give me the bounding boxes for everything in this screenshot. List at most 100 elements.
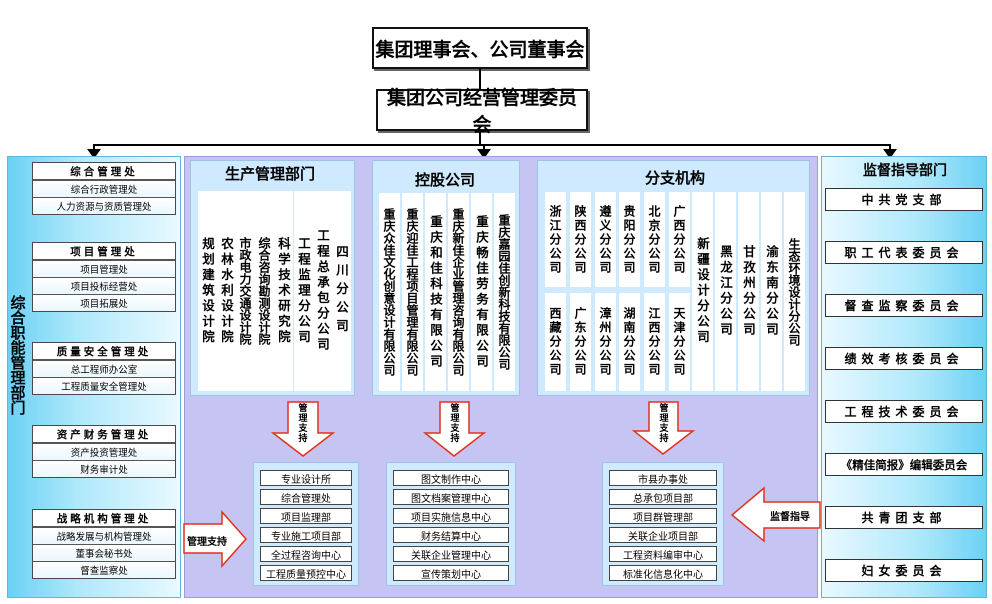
production-support-item: 综合管理处 — [260, 489, 352, 505]
group-item: 人力资源与资质管理处 — [33, 197, 175, 214]
holding-support-item: 项目实施信息中心 — [393, 508, 509, 524]
group-item: 项目投标经营处 — [33, 277, 175, 294]
branch-office: 西藏分公司 — [545, 293, 566, 391]
group-item: 督查监察处 — [33, 561, 175, 578]
production-unit: 市政电力交通设计院 — [236, 191, 255, 391]
branch-office: 渝东南分公司 — [761, 192, 782, 391]
left-vertical-title: 综合职能管理部门 — [10, 294, 26, 417]
production-support-item: 项目监理部 — [260, 508, 352, 524]
production-support-item: 专业设计所 — [260, 470, 352, 486]
group-title: 战略机构管理处 — [33, 510, 175, 527]
group-item: 资产投资管理处 — [33, 443, 175, 460]
holding-title: 控股公司 — [414, 171, 475, 189]
supervision-body: 绩效考核委员会 — [825, 347, 983, 370]
group-item: 项目拓展处 — [33, 294, 175, 311]
connector-bus — [93, 144, 891, 146]
branches-support-item: 标准化信息化中心 — [609, 565, 717, 581]
group-title: 项目管理处 — [33, 243, 175, 260]
group-item: 综合行政管理处 — [33, 180, 175, 197]
board-label: 集团理事会、公司董事会 — [375, 38, 585, 61]
left-group-general: 综合管理处 综合行政管理处 人力资源与资质管理处 — [32, 162, 176, 215]
branch-office: 陕西分公司 — [570, 192, 591, 287]
right-title: 监督指导部门 — [863, 163, 947, 179]
group-item: 总工程师办公室 — [33, 360, 175, 377]
holding-support-item: 财务结算中心 — [393, 527, 509, 543]
supervision-body: 工程技术委员会 — [825, 400, 983, 423]
holding-company: 重庆嘉园佳创新科技有限公司 — [494, 193, 515, 391]
production-arrow-label: 管理支持 — [298, 404, 308, 444]
holding-company: 重庆和佳科技有限公司 — [425, 193, 446, 391]
supervision-arrow — [730, 486, 821, 543]
supervision-body: 共青团支部 — [825, 506, 983, 529]
holding-support-item: 宣传策划中心 — [393, 565, 509, 581]
left-group-finance: 资产财务管理处 资产投资管理处 财务审计处 — [32, 425, 176, 478]
holding-company: 重庆新佳企业管理咨询有限公司 — [448, 193, 469, 391]
connector-arrows — [87, 145, 897, 159]
branches-support-item: 市县办事处 — [609, 470, 717, 486]
branches-title: 分支机构 — [644, 169, 705, 187]
supervision-body: 督查监察委员会 — [825, 294, 983, 317]
production-support-item: 专业施工项目部 — [260, 527, 352, 543]
branch-office: 浙江分公司 — [545, 192, 566, 287]
supervision-arrow-label: 监督指导 — [770, 512, 810, 523]
branch-office: 甘孜州分公司 — [738, 192, 759, 391]
group-item: 董事会秘书处 — [33, 544, 175, 561]
holding-company: 重庆畅佳劳务有限公司 — [471, 193, 492, 391]
branch-office: 漳州分公司 — [595, 293, 616, 391]
branch-office: 江西分公司 — [644, 293, 665, 391]
left-group-strategy: 战略机构管理处 战略发展与机构管理处 董事会秘书处 督查监察处 — [32, 509, 176, 579]
branch-office: 贵阳分公司 — [619, 192, 640, 287]
production-support-arrow — [270, 401, 336, 457]
branch-office: 广东分公司 — [570, 293, 591, 391]
board-box: 集团理事会、公司董事会 — [372, 27, 588, 69]
holding-support-item: 图文档案管理中心 — [393, 489, 509, 505]
production-unit: 工程监理分公司 — [294, 191, 313, 391]
group-title: 质量安全管理处 — [33, 343, 175, 360]
holding-support-item: 图文制作中心 — [393, 470, 509, 486]
production-unit: 科学技术研究院 — [274, 191, 293, 391]
group-title: 资产财务管理处 — [33, 426, 175, 443]
production-support-item: 全过程咨询中心 — [260, 546, 352, 562]
left-group-quality: 质量安全管理处 总工程师办公室 工程质量安全管理处 — [32, 342, 176, 395]
production-unit: 综合咨询勘测设计院 — [255, 191, 274, 391]
holding-company: 重庆众佳文化创意设计有限公司 — [379, 193, 400, 391]
production-unit: 工程总承包分公司 — [313, 191, 332, 391]
group-title: 综合管理处 — [33, 163, 175, 180]
production-support-item: 工程质量预控中心 — [260, 565, 352, 581]
branch-office: 黑龙江分公司 — [715, 192, 736, 391]
branch-office: 北京分公司 — [644, 192, 665, 287]
holding-company: 重庆迎佳工程项目管理有限公司 — [402, 193, 423, 391]
group-item: 项目管理处 — [33, 260, 175, 277]
committee-label: 集团公司经营管理委员会 — [386, 87, 577, 136]
holding-arrow-label: 管理支持 — [450, 404, 460, 444]
branch-office: 新疆设计分公司 — [692, 192, 713, 391]
group-item: 工程质量安全管理处 — [33, 377, 175, 394]
branch-office: 广西分公司 — [669, 192, 690, 287]
branch-office: 生态环境设计分公司 — [784, 192, 805, 391]
production-title: 生产管理部门 — [224, 165, 315, 183]
production-unit: 规划建筑设计院 — [198, 191, 217, 391]
branches-support-item: 项目群管理部 — [609, 508, 717, 524]
branch-office: 湖南分公司 — [619, 293, 640, 391]
branch-office: 遵义分公司 — [595, 192, 616, 287]
supervision-body: 中共党支部 — [825, 188, 983, 211]
branches-support-item: 总承包项目部 — [609, 489, 717, 505]
production-unit: 农林水利设计院 — [217, 191, 236, 391]
left-support-arrow — [183, 510, 248, 568]
branch-office: 天津分公司 — [669, 293, 690, 391]
connector-committee-bus — [479, 131, 481, 145]
committee-box: 集团公司经营管理委员会 — [376, 87, 588, 136]
group-item: 财务审计处 — [33, 460, 175, 477]
supervision-body: 职工代表委员会 — [825, 241, 983, 264]
supervision-body: 《精佳简报》编辑委员会 — [825, 453, 983, 476]
left-group-project: 项目管理处 项目管理处 项目投标经营处 项目拓展处 — [32, 242, 176, 312]
holding-support-item: 关联企业管理中心 — [393, 546, 509, 562]
branches-arrow-label: 管理支持 — [659, 404, 669, 444]
production-unit: 四川分公司 — [332, 191, 351, 391]
connector-board-committee — [479, 69, 481, 89]
group-item: 战略发展与机构管理处 — [33, 527, 175, 544]
branches-support-item: 工程资料编审中心 — [609, 546, 717, 562]
branches-support-arrow — [631, 401, 696, 455]
holding-support-arrow — [422, 401, 487, 457]
